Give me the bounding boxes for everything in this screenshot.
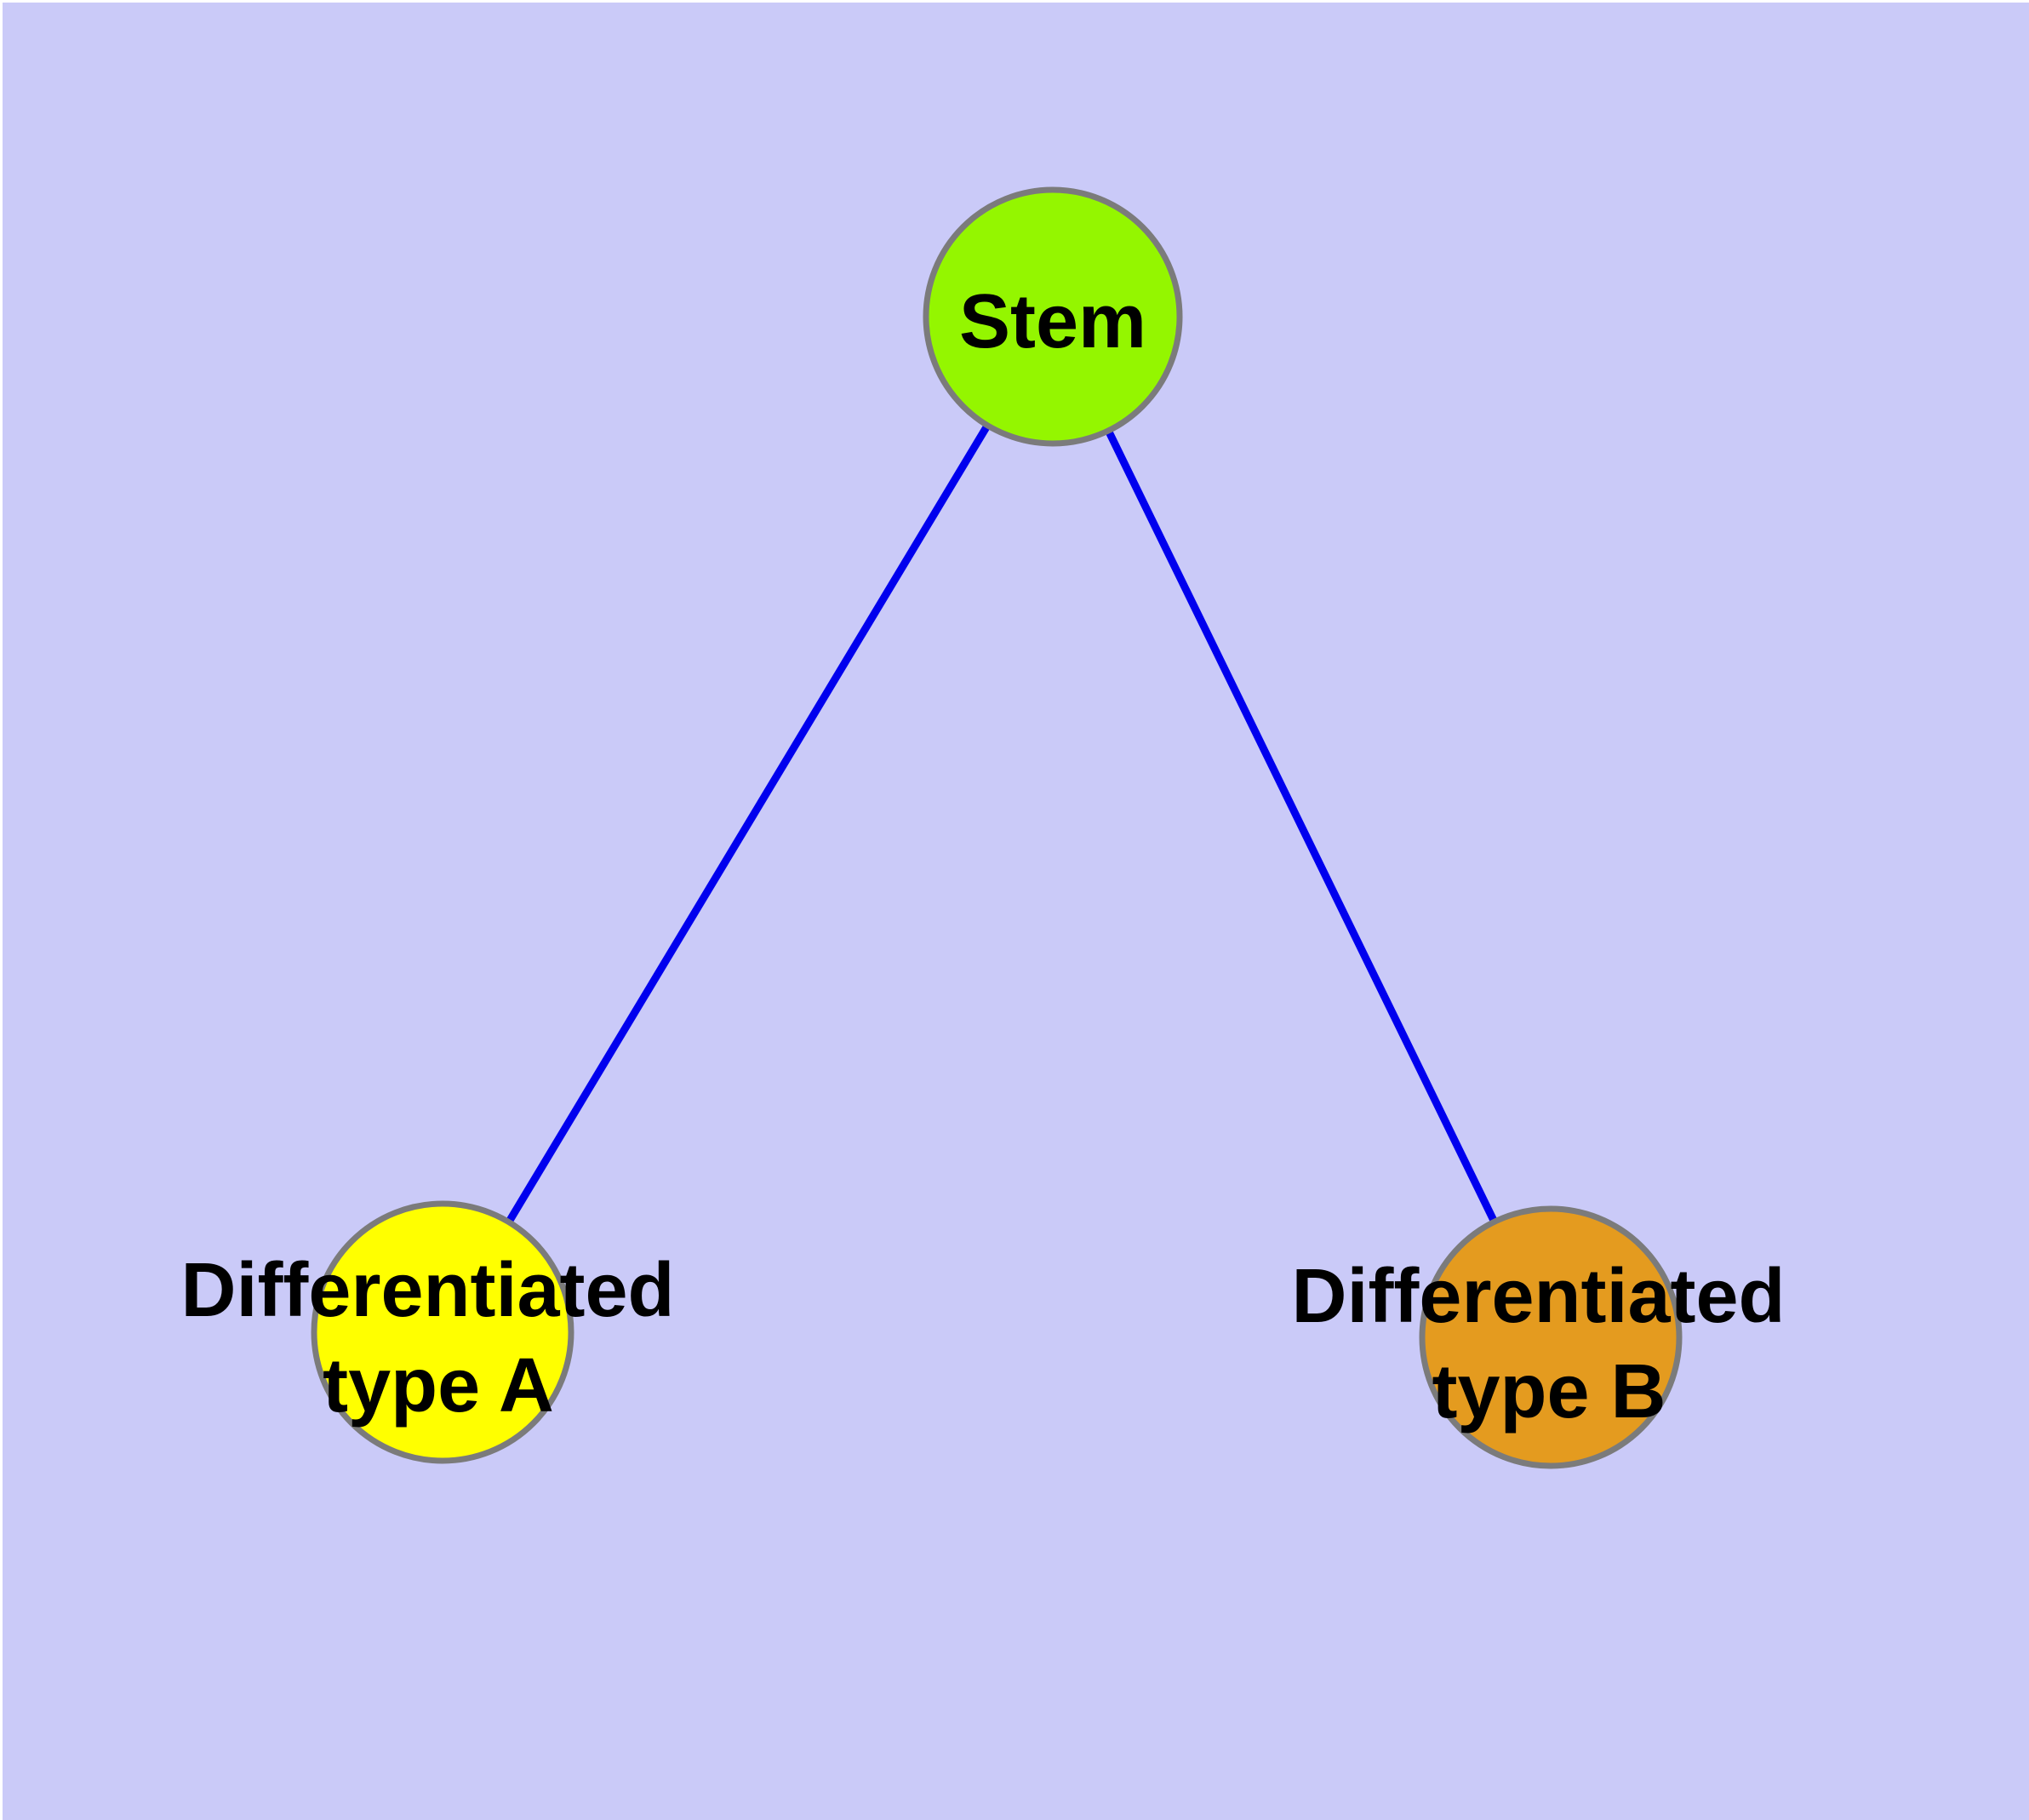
node-differentiated-type-b: Differentiated type B <box>1291 1205 1806 1469</box>
edge-stem-to-type-a <box>439 314 1056 1335</box>
node-type-b-label-line-2: type B <box>1432 1349 1666 1434</box>
node-type-b-label: Differentiated type B <box>1291 1254 1806 1434</box>
node-stem-label: Stem <box>959 279 1146 364</box>
node-type-a-label-line-2: type A <box>323 1343 554 1428</box>
node-stem: Stem <box>923 186 1183 447</box>
node-type-a-circle <box>311 1200 574 1464</box>
edge-stem-to-type-b <box>1049 315 1555 1339</box>
node-type-b-circle <box>1419 1205 1683 1469</box>
node-stem-label-line: Stem <box>959 279 1146 364</box>
node-type-a-label-line-1: Differentiated <box>180 1248 674 1333</box>
node-type-a-label: Differentiated type A <box>180 1248 695 1428</box>
node-stem-circle <box>923 186 1183 447</box>
node-type-b-label-line-1: Differentiated <box>1291 1254 1785 1339</box>
node-differentiated-type-a: Differentiated type A <box>180 1200 695 1464</box>
